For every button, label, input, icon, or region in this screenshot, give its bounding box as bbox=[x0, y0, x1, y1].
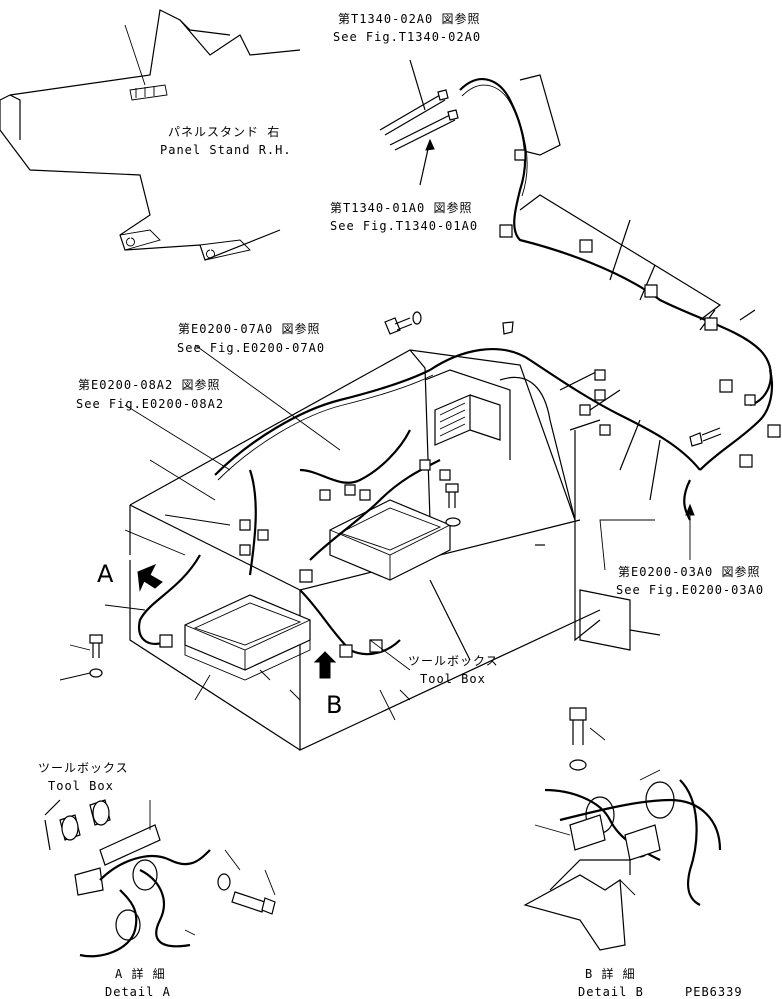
harness-upper bbox=[459, 74, 772, 407]
ref-e0200-07-jp: 第E0200-07A0 図参照 bbox=[178, 321, 320, 336]
panel-stand-label-jp: パネルスタンド 右 bbox=[168, 124, 280, 139]
harness-main bbox=[137, 348, 774, 656]
ref-e0200-03-en: See Fig.E0200-03A0 bbox=[616, 583, 764, 597]
ref-t1340-01-jp: 第T1340-01A0 図参照 bbox=[330, 200, 472, 215]
ref-e0200-07-en: See Fig.E0200-07A0 bbox=[177, 341, 325, 355]
toolbox-main-label-jp: ツールボックス bbox=[408, 654, 499, 668]
detail-a-label-jp: A 詳 細 bbox=[115, 966, 166, 981]
ref-t1340-02-jp: 第T1340-02A0 図参照 bbox=[338, 11, 480, 26]
toolbox-detail-label-jp: ツールボックス bbox=[38, 761, 129, 775]
controller-boxes bbox=[184, 369, 511, 681]
ref-t1340-01-en: See Fig.T1340-01A0 bbox=[330, 219, 478, 233]
panel-stand-label-en: Panel Stand R.H. bbox=[160, 143, 292, 157]
ref-e0200-08-en: See Fig.E0200-08A2 bbox=[76, 397, 224, 411]
marker-b: B bbox=[326, 691, 342, 719]
fasteners bbox=[89, 311, 722, 678]
toolbox-main-label-en: Tool Box bbox=[420, 672, 486, 686]
text-labels: パネルスタンド 右 Panel Stand R.H. 第T1340-02A0 図… bbox=[38, 11, 764, 999]
detail-a-label-en: Detail A bbox=[105, 985, 171, 999]
marker-a: A bbox=[97, 560, 114, 588]
ref-e0200-08-jp: 第E0200-08A2 図参照 bbox=[78, 377, 220, 392]
detail-b-drawing bbox=[523, 707, 722, 951]
console-body bbox=[129, 349, 661, 751]
drawing-code: PEB6339 bbox=[685, 985, 743, 999]
ref-e0200-03-jp: 第E0200-03A0 図参照 bbox=[618, 564, 760, 579]
detail-b-label-jp: B 詳 細 bbox=[585, 966, 636, 981]
panel-stand-drawing bbox=[0, 9, 301, 261]
view-arrows bbox=[137, 564, 337, 679]
leader-lines bbox=[59, 344, 695, 721]
detail-b-label-en: Detail B bbox=[578, 985, 644, 999]
connectors bbox=[159, 369, 781, 658]
toolbox-detail-label-en: Tool Box bbox=[48, 779, 114, 793]
ref-t1340-02-en: See Fig.T1340-02A0 bbox=[333, 30, 481, 44]
top-bolts bbox=[379, 59, 459, 186]
detail-a-drawing bbox=[44, 799, 276, 958]
